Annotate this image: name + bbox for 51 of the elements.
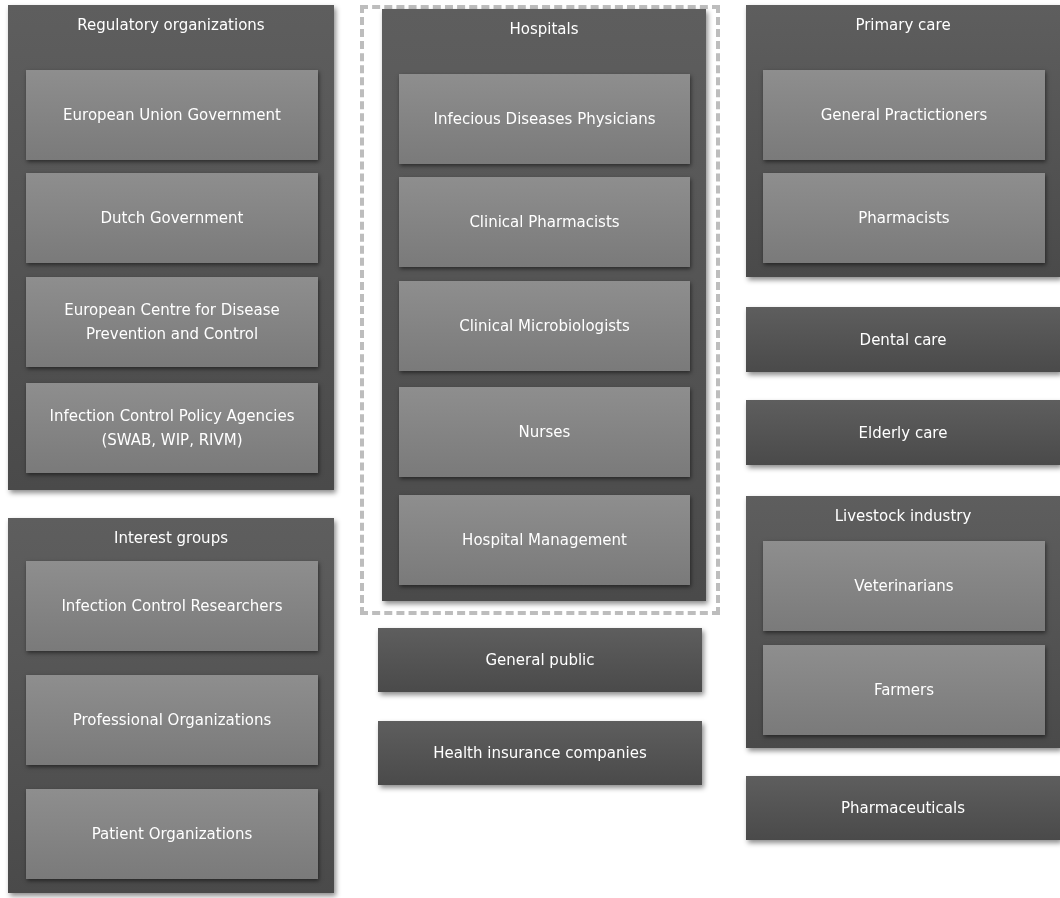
stakeholder-box [26,277,318,367]
group-panel [8,518,334,893]
box-label: General Practictioners [819,105,989,126]
group-panel [746,496,1060,748]
stakeholder-box [26,173,318,263]
stakeholder-box [746,776,1060,840]
stakeholder-box [746,400,1060,465]
stakeholder-box [763,645,1045,735]
stakeholder-box [399,387,690,477]
group-panel [8,5,334,490]
box-label: Hospital Management [461,530,628,551]
group-heading: Primary care [854,15,952,36]
stakeholder-box [26,383,318,473]
group-heading: Hospitals [508,19,580,40]
stakeholder-box [378,628,702,692]
box-label: Patient Organizations [90,824,254,845]
group-heading: Regulatory organizations [76,15,266,36]
stakeholder-box [26,789,318,879]
box-label: Clinical Microbiologists [458,316,631,337]
group-heading: Livestock industry [833,506,973,527]
box-label: European Centre for Disease Prevention and Control [63,300,281,345]
box-label: Clinical Pharmacists [468,212,621,233]
stakeholder-box [763,173,1045,263]
group-panel [746,5,1060,277]
box-label: General public [485,650,595,671]
stakeholder-box [399,177,690,267]
box-label: Professional Organizations [71,710,273,731]
box-label: Veterinarians [853,576,955,597]
stakeholder-box [399,74,690,164]
stakeholder-box [763,541,1045,631]
stakeholder-box [26,70,318,160]
box-label: Infecious Diseases Physicians [432,109,657,130]
stakeholder-box [763,70,1045,160]
box-label: Health insurance companies [433,743,647,764]
box-label: Elderly care [858,422,948,444]
stakeholder-box [26,561,318,651]
box-label: Pharmacists [857,208,951,229]
stakeholder-box [26,675,318,765]
stakeholder-box [746,307,1060,372]
stakeholder-box [399,495,690,585]
box-label: Nurses [517,422,572,443]
box-label: Farmers [872,680,936,701]
box-label: Dental care [859,329,947,351]
box-label: Infection Control Researchers [60,596,284,617]
box-label: Infection Control Policy Agencies (SWAB, WIP, RIVM) [48,406,296,451]
box-label: European Union Government [62,105,282,126]
group-heading: Interest groups [113,528,229,549]
box-label: Pharmaceuticals [841,798,965,819]
stakeholder-box [378,721,702,785]
box-label: Dutch Government [99,208,245,229]
stakeholder-box [399,281,690,371]
